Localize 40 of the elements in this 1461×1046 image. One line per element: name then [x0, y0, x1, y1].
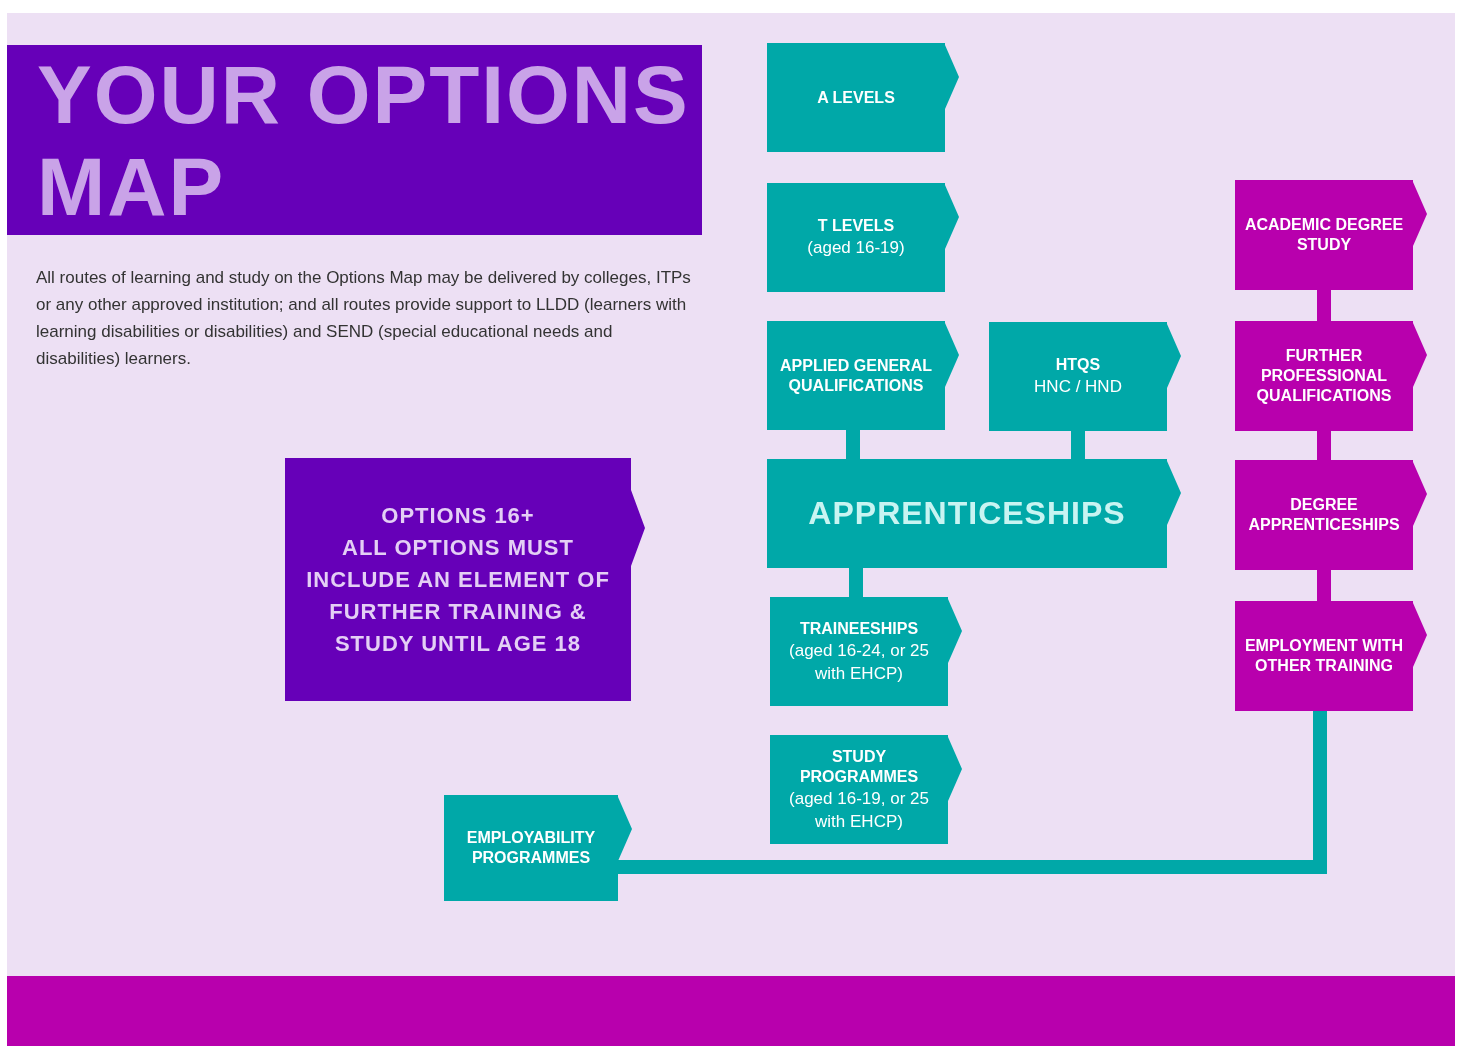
description-text: All routes of learning and study on the Options Map may be delivered by colleges, ITPs or any other approved institution; and all routes provide support to LLDD (learners with learning disabilities or disabilities) and SEND (special educational needs and disabilities) learners.: [36, 267, 692, 370]
chevron-box: [1235, 180, 1427, 290]
connector-line: [849, 568, 863, 597]
connector-line: [618, 711, 1327, 875]
connector-line: [1317, 570, 1331, 601]
node-text: ALL OPTIONS MUST INCLUDE AN ELEMENT OF FURTHER TRAINING & STUDY UNTIL AGE 18: [305, 533, 611, 658]
chevron-box: [767, 183, 959, 292]
node-title: APPLIED GENERAL QUALIFICATIONS: [779, 355, 933, 396]
node-title: DEGREE APPRENTICESHIPS: [1247, 495, 1401, 535]
chevron-box: [767, 43, 959, 152]
node-title: TRAINEESHIPS: [799, 618, 919, 639]
node-title: ACADEMIC DEGREE STUDY: [1243, 215, 1405, 255]
node-title: FURTHER PROFESSIONAL QUALIFICATIONS: [1255, 346, 1393, 406]
chevron-box: [767, 459, 1181, 568]
node-subtext: HNC / HND: [1034, 376, 1122, 398]
chevron-box: [770, 597, 962, 706]
chevron-box: [1235, 321, 1427, 431]
chevron-box: [770, 735, 962, 844]
title: YOUR OPTIONS MAP: [37, 49, 691, 233]
node-subtext: (aged 16-19): [807, 237, 905, 259]
node-title: APPRENTICESHIPS: [808, 495, 1126, 532]
connector-line: [1071, 431, 1085, 459]
chevron-box: [285, 458, 645, 701]
connector-line: [1317, 431, 1331, 460]
chevron-box: [989, 322, 1181, 431]
node-title: EMPLOYABILITY PROGRAMMES: [465, 828, 597, 868]
chevron-box: [1235, 460, 1427, 570]
chevron-box: [767, 321, 959, 430]
node-title: HTQS: [1055, 355, 1101, 375]
node-title: OPTIONS 16+: [380, 501, 536, 530]
node-subtext: (aged 16-19, or 25 with EHCP): [788, 787, 930, 833]
chevron-box: [444, 795, 632, 901]
connector-line: [1317, 290, 1331, 321]
node-title: STUDY PROGRAMMES: [798, 746, 920, 787]
chevron-box: [1235, 601, 1427, 711]
node-title: A LEVELS: [817, 87, 895, 108]
node-subtext: (aged 16-24, or 25 with EHCP): [788, 639, 930, 685]
connector-line: [846, 430, 860, 459]
node-title: T LEVELS: [817, 216, 895, 236]
node-title: EMPLOYMENT WITH OTHER TRAINING: [1243, 636, 1405, 676]
